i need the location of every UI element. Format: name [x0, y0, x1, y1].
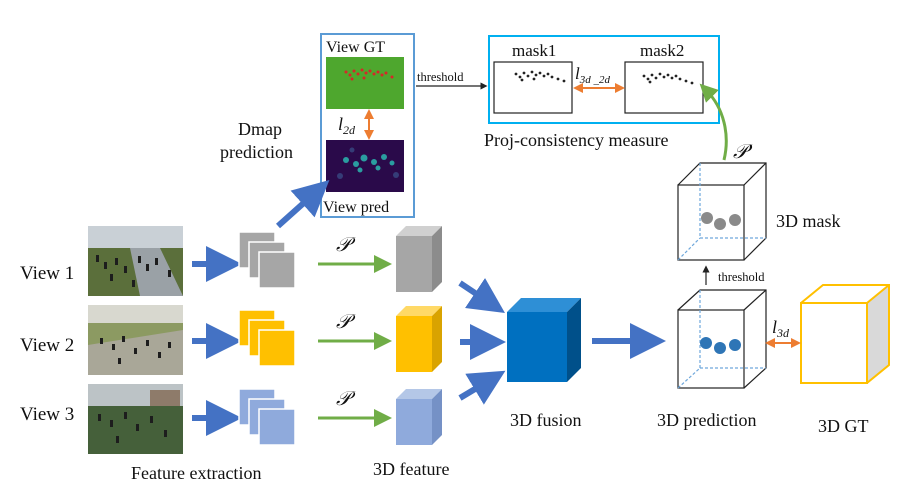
view-3-image	[88, 384, 183, 454]
mask2-label: mask2	[640, 41, 684, 60]
loss-3d-2d-symbol: l3d _2d	[575, 64, 610, 86]
arrow-feature-to-dmap	[275, 179, 330, 229]
feature-cube-yellow	[396, 306, 442, 372]
mask1-label: mask1	[512, 41, 556, 60]
arrow-lightblue-to-fusion	[458, 370, 506, 405]
feature-cube-lightblue	[396, 389, 442, 445]
prediction-cube	[677, 289, 767, 389]
view-gt-label: View GT	[326, 39, 385, 56]
fusion-cube	[507, 298, 581, 382]
feature-extraction-label: Feature extraction	[131, 463, 261, 483]
arrow-projection-prime	[699, 83, 728, 161]
feature-stack-gray	[238, 231, 296, 289]
threshold-top-label: threshold	[417, 70, 464, 84]
mask-spheres	[701, 212, 741, 230]
view-1-label: View 1	[20, 263, 74, 284]
projection-symbol-1: 𝒫	[336, 234, 356, 256]
view-2-image	[88, 305, 183, 375]
dmap-label-line2: prediction	[220, 142, 293, 162]
view-gt-map	[326, 57, 404, 109]
prediction-spheres	[700, 337, 741, 354]
mask-cube	[677, 162, 767, 261]
fusion-3d-label: 3D fusion	[510, 410, 582, 430]
gt-3d-label: 3D GT	[818, 416, 869, 436]
projection-prime-symbol: 𝒫′	[733, 141, 753, 163]
view-2-label: View 2	[20, 335, 74, 356]
threshold-mid-label: threshold	[718, 270, 765, 284]
mask2-image	[624, 61, 704, 114]
projection-symbol-2: 𝒫	[336, 311, 356, 333]
feature-stack-lightblue	[238, 388, 296, 446]
mask-3d-label: 3D mask	[776, 211, 841, 231]
feature-cube-gray	[396, 226, 442, 292]
gt-cube	[800, 284, 890, 384]
arrow-gray-to-fusion	[458, 278, 505, 313]
view-3-label: View 3	[20, 404, 74, 425]
projection-symbol-3: 𝒫	[336, 388, 356, 410]
feature-3d-label: 3D feature	[373, 459, 449, 479]
view-pred-label: View pred	[323, 199, 389, 216]
feature-stack-yellow	[238, 309, 296, 367]
loss-3d-symbol: l3d	[772, 317, 790, 340]
proj-consistency-label: Proj-consistency measure	[484, 130, 668, 150]
prediction-3d-label: 3D prediction	[657, 410, 756, 430]
view-1-image	[88, 226, 183, 296]
loss-2d-symbol: l2d	[338, 114, 356, 137]
view-pred-map	[326, 140, 404, 192]
mask1-image	[493, 61, 573, 114]
dmap-label-line1: Dmap	[238, 119, 282, 139]
